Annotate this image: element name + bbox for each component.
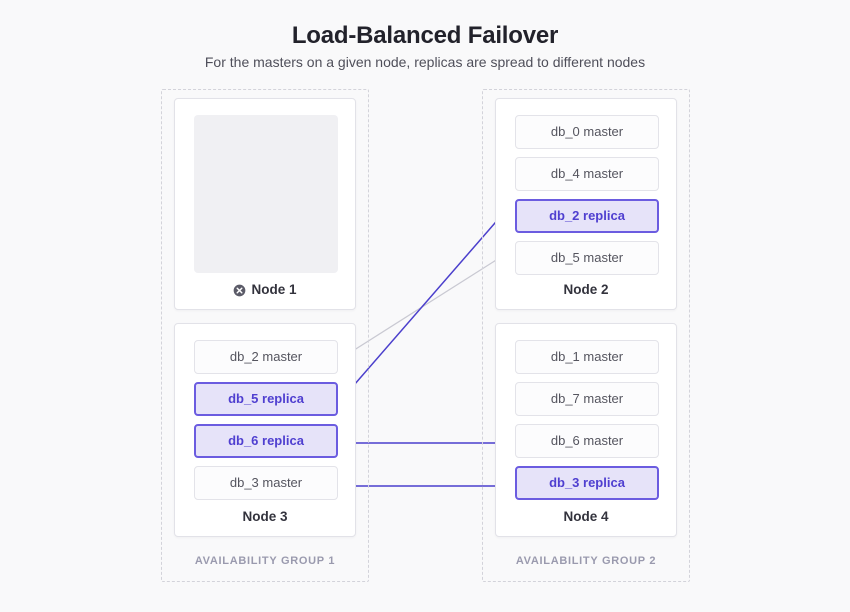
availability-group-2: AVAILABILITY GROUP 2: [482, 89, 690, 582]
slot-db5-master[interactable]: db_5 master: [515, 241, 659, 275]
slot-db6-master[interactable]: db_6 master: [515, 424, 659, 458]
node-card-node2[interactable]: db_0 master db_4 master db_2 replica db_…: [495, 98, 677, 310]
node4-label: Node 4: [563, 509, 609, 524]
slot-db2-master[interactable]: db_2 master: [194, 340, 338, 374]
availability-group-2-label: AVAILABILITY GROUP 2: [515, 555, 657, 567]
node-card-node4[interactable]: db_1 master db_7 master db_6 master db_3…: [495, 323, 677, 537]
page-title: Load-Balanced Failover: [291, 22, 559, 49]
page-subtitle: For the masters on a given node, replica…: [204, 54, 646, 70]
node3-label: Node 3: [242, 509, 288, 524]
slot-db1-master[interactable]: db_1 master: [515, 340, 659, 374]
x-circle-icon: [233, 284, 246, 297]
node4-slot-list: db_1 master db_7 master db_6 master db_3…: [515, 340, 659, 508]
node2-label: Node 2: [563, 282, 609, 297]
node1-empty-placeholder: [194, 115, 338, 273]
slot-db6-replica[interactable]: db_6 replica: [194, 424, 338, 458]
slot-db0-master[interactable]: db_0 master: [515, 115, 659, 149]
availability-group-1: AVAILABILITY GROUP 1: [161, 89, 369, 582]
node-card-node1[interactable]: Node 1: [174, 98, 356, 310]
availability-group-1-label: AVAILABILITY GROUP 1: [194, 555, 336, 567]
slot-db5-replica[interactable]: db_5 replica: [194, 382, 338, 416]
node3-label-row: Node 3: [175, 509, 355, 524]
node1-label-row: Node 1: [175, 282, 355, 297]
slot-db3-master[interactable]: db_3 master: [194, 466, 338, 500]
slot-db3-replica[interactable]: db_3 replica: [515, 466, 659, 500]
slot-db2-replica[interactable]: db_2 replica: [515, 199, 659, 233]
node2-slot-list: db_0 master db_4 master db_2 replica db_…: [515, 115, 659, 283]
node1-label: Node 1: [251, 282, 297, 297]
slot-db4-master[interactable]: db_4 master: [515, 157, 659, 191]
slot-db7-master[interactable]: db_7 master: [515, 382, 659, 416]
node-card-node3[interactable]: db_2 master db_5 replica db_6 replica db…: [174, 323, 356, 537]
node2-label-row: Node 2: [496, 282, 676, 297]
node3-slot-list: db_2 master db_5 replica db_6 replica db…: [194, 340, 338, 508]
node4-label-row: Node 4: [496, 509, 676, 524]
